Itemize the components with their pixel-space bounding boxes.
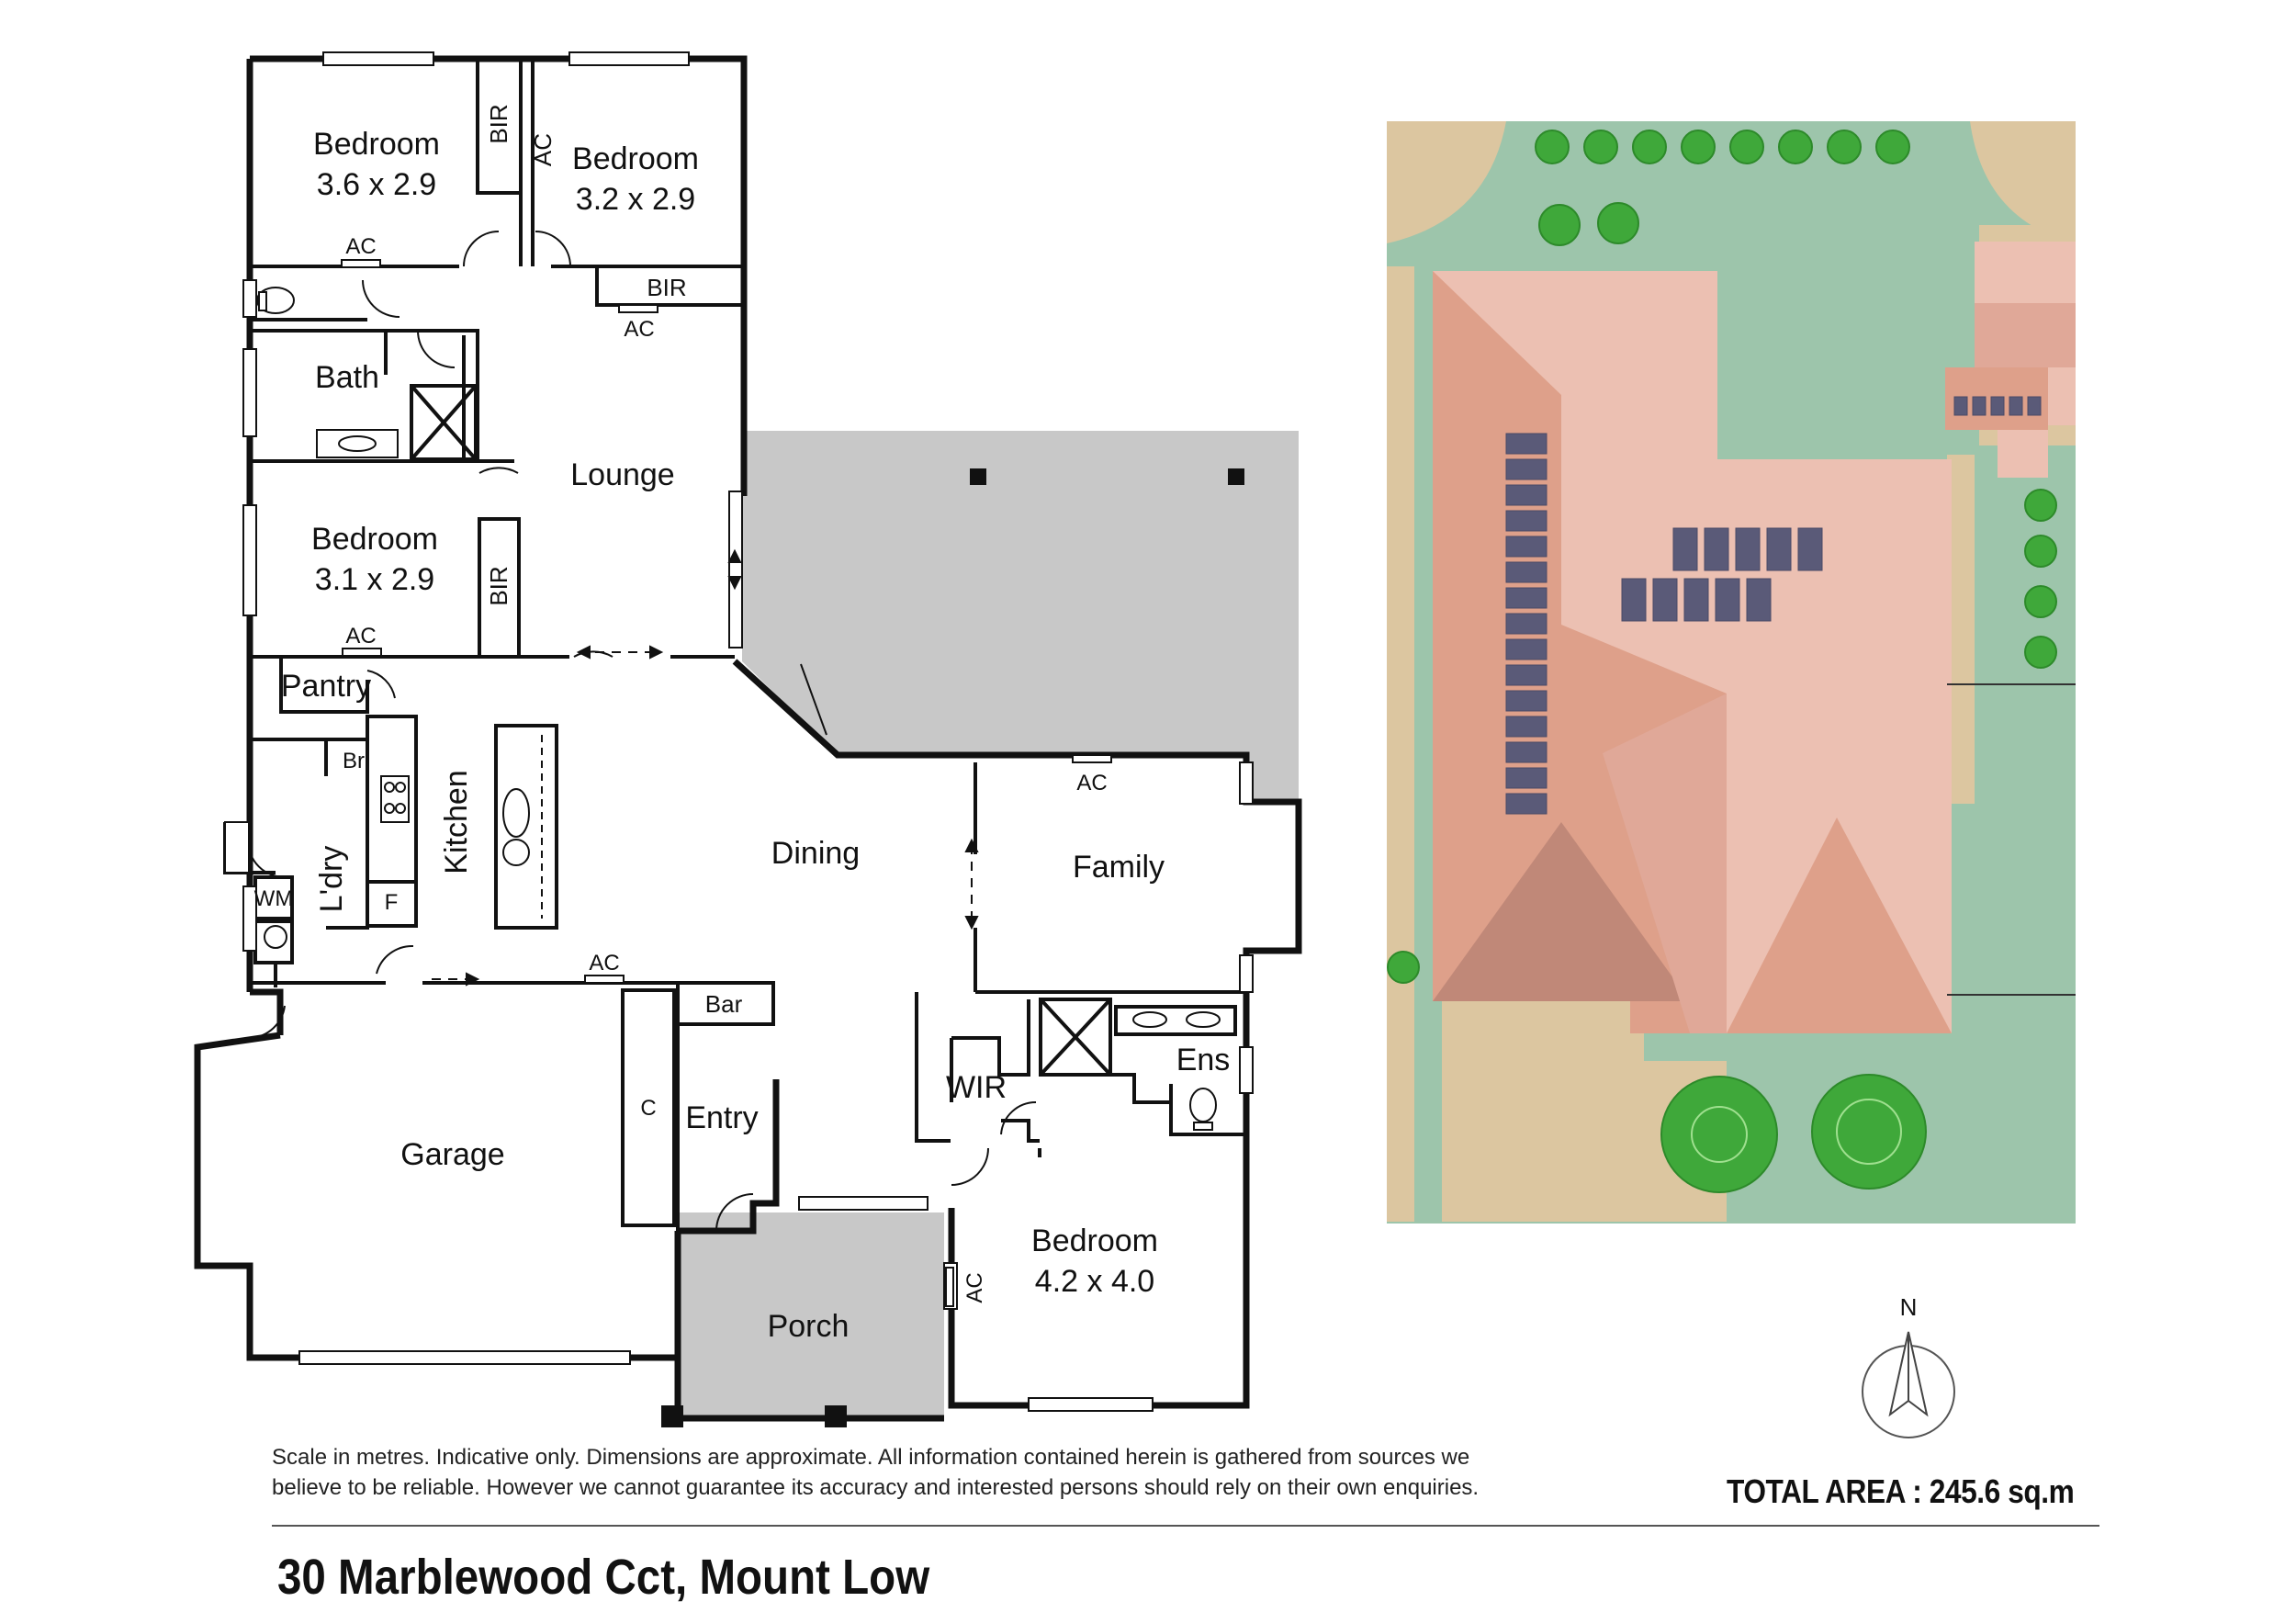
alfresco-area [742, 431, 1299, 802]
bar-label: Bar [705, 990, 743, 1018]
ac-markers [341, 259, 1112, 1307]
ac-label-lounge: AC [624, 317, 654, 342]
north-compass: N [1862, 1293, 1955, 1438]
total-area-label: TOTAL AREA : [1727, 1472, 1922, 1510]
compass-north-label: N [1900, 1293, 1918, 1321]
ensuite-label: Ens [1176, 1043, 1231, 1077]
disclaimer-line-2: believe to be reliable. However we canno… [272, 1475, 1480, 1500]
bedroom-2-dims: 3.2 x 2.9 [576, 182, 695, 217]
wm-label: WM [254, 886, 294, 911]
sliding-door-markers [432, 548, 979, 987]
bedroom-3-name: Bedroom [311, 522, 438, 557]
sanitary-fixtures [256, 287, 1221, 1131]
bedroom-1-name: Bedroom [313, 127, 440, 162]
ac-label-family: AC [1076, 771, 1107, 795]
ac-label-bed4: AC [962, 1272, 987, 1303]
disclaimer-line-1: Scale in metres. Indicative only. Dimens… [272, 1445, 1470, 1470]
pantry-label: Pantry [281, 669, 371, 704]
family-label: Family [1073, 850, 1165, 885]
bedroom-4-name: Bedroom [1031, 1224, 1158, 1258]
site-plan [1387, 121, 2076, 1224]
windows [224, 51, 1254, 1412]
entry-label: Entry [685, 1100, 758, 1135]
br-label: Br [343, 749, 365, 773]
ac-label-bed2: AC [529, 133, 557, 166]
property-address: 30 Marblewood Cct, Mount Low [277, 1550, 930, 1605]
lounge-label: Lounge [570, 457, 674, 492]
bedroom-1-dims: 3.6 x 2.9 [317, 167, 436, 202]
total-area: TOTAL AREA : 245.6 sq.m [1727, 1472, 2075, 1511]
bedroom-4-dims: 4.2 x 4.0 [1035, 1264, 1154, 1299]
kitchen-label: Kitchen [439, 770, 474, 874]
porch-label: Porch [768, 1309, 850, 1344]
total-area-unit: sq.m [2008, 1472, 2075, 1510]
porch-area [678, 1212, 944, 1418]
cupboard-label: C [640, 1096, 656, 1121]
ac-label-bed3: AC [345, 624, 376, 648]
door-swings [247, 231, 1037, 1232]
fridge-label: F [385, 890, 399, 915]
bedroom-3-dims: 3.1 x 2.9 [315, 562, 434, 597]
wir-label: WIR [946, 1070, 1007, 1105]
total-area-value: 245.6 [1929, 1472, 2001, 1510]
dining-label: Dining [771, 836, 860, 871]
interior-walls [223, 59, 1246, 1231]
divider-line [272, 1525, 2099, 1527]
bir-label-3: BIR [485, 566, 512, 605]
laundry-label: L'dry [314, 846, 349, 913]
bir-label-1: BIR [485, 104, 512, 143]
ac-label-kitchen: AC [589, 951, 619, 976]
bedroom-2-name: Bedroom [572, 141, 699, 176]
bath-label: Bath [315, 360, 379, 395]
bir-label-2: BIR [647, 274, 686, 301]
ac-label-bed1: AC [345, 234, 376, 259]
garage-label: Garage [400, 1137, 504, 1172]
disclaimer: Scale in metres. Indicative only. Dimens… [272, 1442, 1594, 1503]
